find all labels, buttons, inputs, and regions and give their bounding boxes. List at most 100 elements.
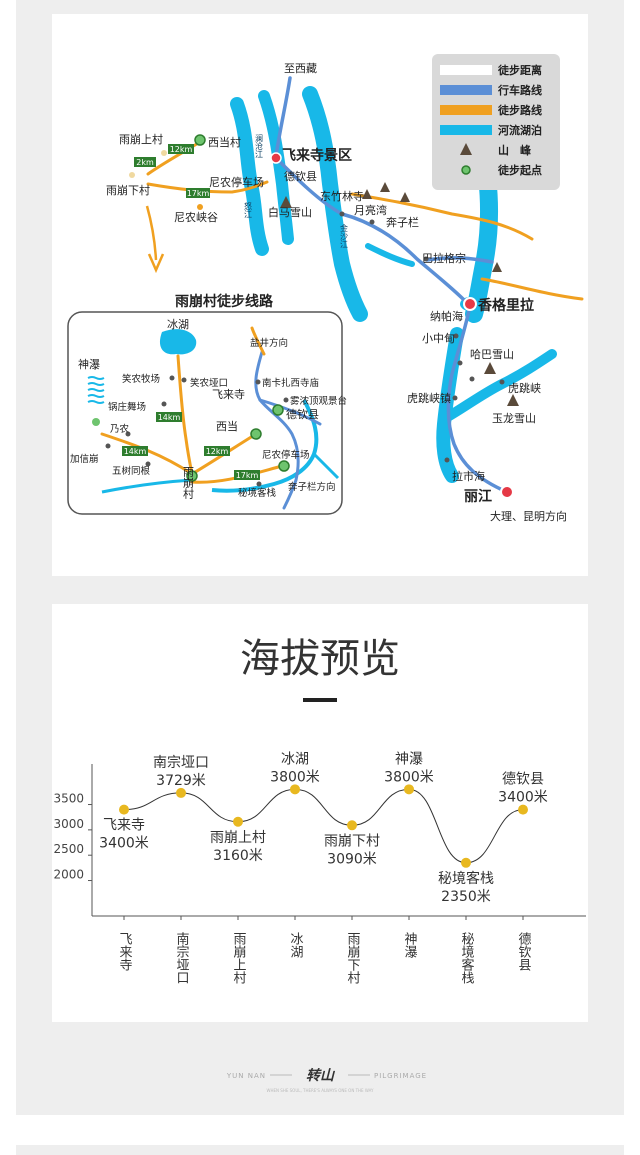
legend-label: 行车路线 (497, 83, 542, 97)
peak-icons (280, 182, 519, 406)
inset-river-east (312, 452, 340, 480)
elevation-point (404, 784, 414, 795)
footer-brand: 转山 (306, 1067, 336, 1084)
town-dot (369, 219, 375, 225)
inset-label-xidang: 西当 (216, 419, 238, 433)
footer-right: PILGRIMAGE (374, 1072, 427, 1080)
point-name-label: 雨崩下村 (324, 833, 380, 849)
label-napahai: 纳帕海 (430, 309, 463, 323)
elevation-point (461, 857, 471, 868)
point-name-label: 德钦县 (502, 772, 544, 788)
inset-label-feilai: 飞来寺 (212, 388, 245, 401)
inset-trek-bingshu (176, 354, 194, 476)
inset-label-salt: 盐井方向 (250, 337, 288, 349)
x-tick-label: 雨崩下村 (345, 932, 361, 984)
town-dot (457, 360, 463, 366)
inset-title: 雨崩村徒步线路 (175, 293, 274, 310)
peak-icon (507, 394, 519, 406)
label-yubeng-down: 雨崩下村 (106, 183, 150, 197)
label-dongzhulin: 东竹林寺 (320, 189, 364, 203)
peak-icon (460, 143, 472, 155)
legend-label: 河流湖泊 (498, 123, 542, 137)
drive-feilai-shangrila (274, 156, 472, 308)
label-feilai: 飞来寺景区 (282, 148, 352, 164)
waterfall-icon (87, 376, 105, 404)
point-value-label: 3090米 (327, 851, 377, 867)
point-name-label: 南宗垭口 (153, 755, 209, 771)
point-name-label: 秘境客栈 (438, 870, 494, 887)
inset-start-dot (250, 428, 262, 440)
bingshu-lake (159, 329, 197, 355)
label-nizhong-park: 尼农停车场 (209, 175, 264, 189)
label-lashihai: 拉市海 (452, 469, 485, 483)
legend-swatch (440, 65, 492, 75)
x-tick-label: 雨崩上村 (231, 932, 247, 984)
x-ticks: 飞来寺南宗垭口雨崩上村冰湖雨崩下村神瀑秘境客栈德钦县 (117, 916, 531, 984)
elevation-point (176, 787, 186, 798)
point-value-label: 3160米 (213, 848, 263, 864)
peak-icon (484, 362, 496, 374)
legend-swatch (440, 125, 492, 135)
inset-start-dot (186, 470, 198, 482)
inset-poi-dot (145, 461, 151, 467)
label-jinsha: 金沙江 (340, 223, 349, 249)
nu-river (258, 90, 294, 245)
x-tick-label: 秘境客栈 (459, 932, 475, 984)
jinsha-river (302, 86, 368, 322)
inset-label-jiaxinbeng: 加信崩 (70, 453, 99, 465)
inset-drive-east (258, 398, 322, 426)
lijiang-dot (500, 485, 514, 499)
label-tibet: 至西藏 (284, 62, 317, 75)
legend-label: 徒步路线 (497, 103, 542, 117)
label-balagezong: 巴拉格宗 (422, 251, 466, 265)
feilai-dot (270, 152, 282, 164)
route-map: 12km 2km 17km (67, 54, 584, 523)
y-tick-label: 2000 (53, 868, 84, 882)
inset-poi-dot (105, 443, 111, 449)
peak-icon (400, 192, 410, 202)
inset-frame (67, 311, 343, 515)
peak-icon (380, 182, 390, 192)
distance-band-12 (168, 144, 194, 154)
inset-poi-dot (161, 401, 167, 407)
label-yulong: 玉龙雪山 (492, 412, 536, 425)
inset-river-left (101, 478, 193, 494)
label-dali: 大理、昆明方向 (490, 509, 567, 523)
trek-xidang (146, 140, 202, 176)
point-value-label: 3800米 (384, 769, 434, 785)
elevation-line (123, 788, 524, 864)
inset-label-wushu: 五树同根 (112, 465, 151, 477)
shangrila-dot (463, 297, 477, 311)
town-dot (499, 379, 505, 385)
label-lancang: 澜沧江 (255, 134, 264, 159)
yubeng-down-dot (129, 172, 135, 178)
inset-poi-dot (125, 431, 131, 437)
elevation-point (347, 820, 357, 831)
x-tick-label: 冰湖 (288, 932, 304, 958)
label-yueliangwan: 月亮湾 (354, 203, 387, 217)
nizhong-valley-dot (197, 204, 203, 210)
town-dot (423, 256, 429, 262)
elevation-point (290, 784, 300, 795)
trek-nizhong (146, 180, 269, 194)
label-tiger-leap: 虎跳峡 (508, 381, 541, 395)
label-tiger-town: 虎跳峡镇 (407, 391, 451, 405)
inset-label-shenpu: 神瀑 (78, 357, 100, 371)
inset-label-deqin: 德钦县 (286, 407, 319, 421)
point-name-label: 神瀑 (395, 751, 423, 767)
legend-label: 徒步距离 (497, 63, 542, 77)
inset-map: 雨崩村徒步线路 (67, 293, 347, 515)
elevation-point (233, 816, 243, 827)
label-baima: 白马雪山 (268, 205, 312, 219)
x-tick-label: 飞来寺 (117, 932, 133, 971)
elevation-chart: 海拔预览 2000250030003500 飞来寺南宗垭口雨崩上村冰湖雨崩下村神… (53, 636, 586, 984)
point-value-label: 3729米 (156, 773, 206, 789)
town-dot (339, 211, 345, 217)
footer-left: YUN NAN (226, 1072, 266, 1080)
town-dot (453, 333, 459, 339)
trek-se (480, 277, 584, 301)
x-tick-label: 神瀑 (402, 932, 418, 958)
